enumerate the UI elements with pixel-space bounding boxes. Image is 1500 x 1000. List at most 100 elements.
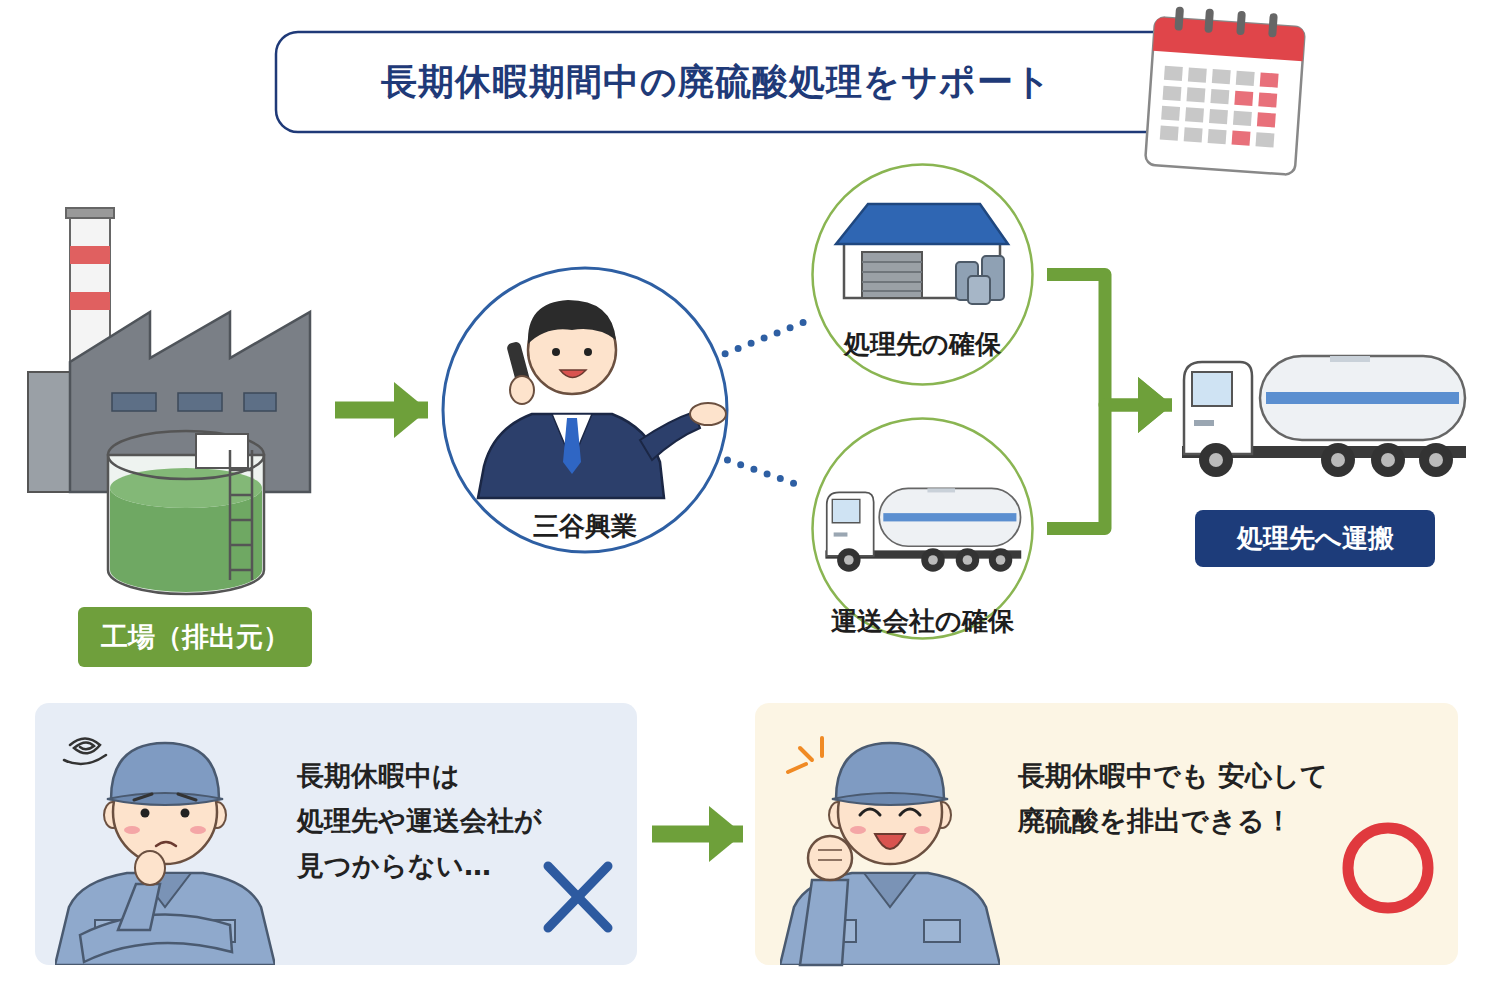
calendar-icon [1160,126,1179,141]
worried-worker [124,826,140,834]
solution-text: 長期休暇中でも 安心して 廃硫酸を排出できる！ [1018,753,1338,843]
arrow-connector [1047,405,1172,529]
businessman-illustration [506,341,532,391]
happy-worker [780,743,1000,965]
dotted-connector [725,322,805,354]
warehouse-illustration [862,281,922,283]
calendar-icon [1186,87,1205,102]
warehouse-illustration [844,242,1000,298]
happy-worker [808,836,852,880]
calendar-icon [1236,71,1255,86]
businessman-illustration [552,414,592,462]
warehouse-illustration [862,262,922,291]
worried-worker [141,809,150,818]
worried-worker [156,842,176,846]
happy-worker [875,834,905,849]
warehouse-illustration [982,256,1004,300]
cross-mark [548,866,608,928]
worried-worker [134,794,152,800]
businessman-illustration [552,348,560,356]
calendar-icon [1185,107,1204,122]
title-frame [276,32,1176,132]
businessman-illustration [690,403,726,425]
factory-illustration [28,208,310,594]
circle-shape [443,268,727,552]
factory-illustration [229,450,232,580]
worried-worker [190,826,206,834]
businessman-illustration [560,370,586,378]
factory-illustration [70,246,110,264]
calendar-icon [1232,131,1251,146]
calendar-icon [1260,72,1279,87]
factory-illustration [251,450,254,580]
arrow-connector [335,402,428,419]
transport-node: 処理先へ運搬 [1180,345,1470,570]
node-label-badge: 工場（排出元） [78,607,312,667]
warehouse-illustration [862,271,922,273]
cross-mark [548,866,608,928]
businessman-illustration [478,414,664,498]
calendar-icon [1208,129,1227,144]
problem-panel: 長期休暇中は 処理先や運送会社が 見つからない… [35,703,637,965]
factory-illustration [70,292,110,310]
factory-illustration [244,393,276,411]
businessman-illustration [510,376,534,404]
businessman-illustration [478,300,726,498]
factory-illustration [70,312,310,492]
calendar-icon [1174,6,1184,30]
happy-worker [850,826,866,834]
factory-illustration [230,450,252,580]
cross-mark [548,866,608,928]
calendar-icon [1164,66,1183,81]
factory-illustration [230,544,252,547]
warehouse-illustration [862,261,922,263]
factory-node: 工場（排出元） [25,200,320,675]
factory-illustration [70,214,110,364]
calendar-icon [1153,17,1305,61]
businessman-illustration [563,418,581,474]
arrow-connector [652,826,743,843]
diagram-title: 長期休暇期間中の廃硫酸処理をサポート [276,32,1156,132]
calendar-icon [1258,92,1277,107]
calendar-icon [1145,17,1305,175]
problem-text: 長期休暇中は 処理先や運送会社が 見つからない… [297,753,577,888]
factory-illustration [112,393,156,411]
calendar-icon [1163,86,1182,101]
factory-illustration [108,455,264,594]
factory-illustration [230,519,252,522]
service-circle: 処理先の確保 [810,162,1035,387]
worried-worker [55,743,275,965]
factory-illustration [110,488,262,592]
calendar-icon [1234,91,1253,106]
happy-worker [788,764,806,772]
calendar-icon [1257,112,1276,127]
businessman-illustration [528,306,616,394]
calendar-icon [1210,89,1229,104]
node-label-badge: 処理先へ運搬 [1195,510,1435,567]
factory-illustration [28,372,78,492]
happy-worker [900,809,920,815]
calendar-icon [1161,106,1180,121]
warehouse-illustration [968,276,990,304]
calendar-icon [1212,69,1231,84]
warehouse-illustration [862,252,922,298]
worried-worker [118,884,160,930]
happy-worker [860,809,880,815]
tanker-truck-small [825,488,1021,571]
service-label: 運送会社の確保 [770,604,1075,639]
calendar-icon [1160,66,1279,148]
worried-worker [80,915,232,962]
calendar-icon [1232,71,1279,148]
worried-worker [135,851,165,885]
worried-worker [178,794,196,800]
company-circle: 三谷興業 [440,265,730,555]
warehouse-illustration [862,290,922,292]
warehouse-illustration [956,262,978,300]
businessman-illustration [528,300,616,344]
happy-worker [800,748,812,760]
happy-worker [780,738,1000,965]
businessman-illustration [640,412,700,460]
happy-worker [820,738,824,756]
service-label: 処理先の確保 [770,327,1075,362]
